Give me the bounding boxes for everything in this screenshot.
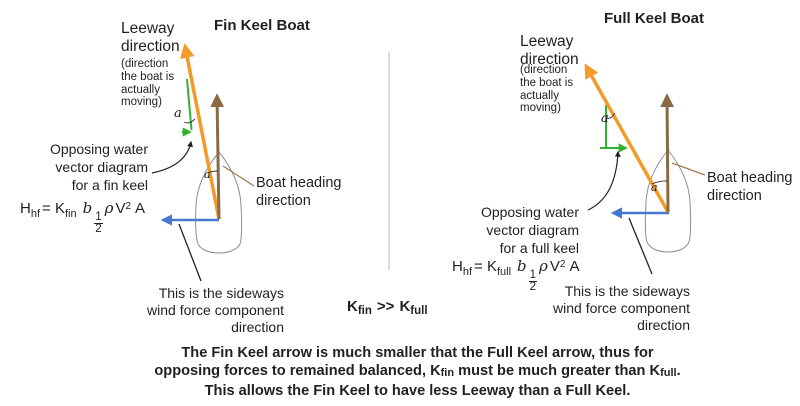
fin-leeway-arrow — [180, 43, 221, 220]
full-leeway-label: Leeway direction — [520, 33, 579, 68]
fin-water-angle-arc — [183, 118, 196, 124]
full-hull-angle-label: a — [651, 181, 658, 194]
formula-eq: = K — [474, 258, 497, 275]
fin-keel-title: Fin Keel Boat — [214, 17, 310, 34]
formula-rho: ρ — [104, 199, 114, 217]
fraction-numerator: 1 — [528, 269, 538, 282]
fin-hull-angle-label: a — [204, 168, 211, 181]
full-keel-title: Full Keel Boat — [604, 10, 705, 27]
formula-v: V — [549, 258, 560, 275]
formula-h: H — [20, 200, 31, 217]
full-boat-heading-label: Boat heading direction — [707, 170, 793, 204]
fin-sideways-label: This is the sideways wind force componen… — [147, 285, 284, 336]
formula-v-sup: 2 — [125, 201, 132, 212]
formula-v-sup: 2 — [559, 259, 566, 270]
full-heading-arrow — [660, 93, 674, 213]
caption-line-3: This allows the Fin Keel to have less Le… — [204, 382, 631, 399]
formula-area: A — [569, 258, 580, 275]
formula-k-sub: full — [496, 266, 512, 278]
caption-line2-b: must be much greater than K — [454, 362, 661, 379]
fin-opposing-label: Opposing water vector diagram for a fin … — [49, 141, 148, 193]
caption-line2-a: opposing forces to remained balanced, K — [154, 362, 441, 379]
fraction-denominator: 2 — [529, 281, 537, 293]
fin-heading-arrow — [210, 93, 225, 220]
fin-leeway-label: Leeway direction — [121, 20, 180, 55]
full-water-angle-label: a — [601, 111, 609, 126]
formula-b: b — [82, 199, 93, 217]
k-full-sub: full — [410, 305, 428, 317]
caption-kfin-sub: fin — [440, 366, 455, 379]
fin-opposing-pointer-curve — [151, 140, 193, 174]
fin-keel-hull-outline — [195, 151, 243, 254]
full-sideways-label: This is the sideways wind force componen… — [553, 283, 690, 334]
full-opposing-label: Opposing water vector diagram for a full… — [480, 204, 579, 256]
formula-h-sub: hf — [30, 208, 41, 220]
formula-k-sub: fin — [64, 208, 77, 220]
formula-v: V — [115, 200, 126, 217]
k-full: K — [399, 298, 411, 315]
fin-leeway-note: (direction the boat is actually moving) — [121, 58, 175, 109]
fin-boat-heading-label: Boat heading direction — [256, 175, 342, 209]
caption-line-2: opposing forces to remained balanced, Kf… — [40, 363, 795, 383]
formula-h: H — [452, 258, 463, 275]
full-leeway-arrow — [584, 63, 670, 213]
formula-area: A — [135, 200, 146, 217]
full-hull-angle-arc — [651, 180, 668, 185]
full-water-angle-arc — [605, 112, 616, 119]
full-keel-hull-outline — [644, 149, 692, 253]
full-heading-pointer-line — [671, 162, 706, 176]
fin-hull-angle-arc — [209, 170, 219, 173]
fraction-numerator: 1 — [94, 211, 103, 224]
formula-eq: = K — [42, 200, 65, 217]
fraction-denominator: 2 — [95, 223, 102, 235]
fin-sideways-pointer-line — [178, 223, 202, 282]
k-fin-sub: fin — [357, 305, 372, 317]
much-greater-symbol: >> — [376, 298, 395, 315]
formula-b: b — [517, 257, 527, 275]
full-leeway-note: (direction the boat is actually moving) — [520, 64, 574, 115]
caption-kfull-sub: full — [660, 366, 677, 379]
k-fin: K — [347, 298, 358, 315]
caption-line2-period: . — [676, 362, 681, 379]
full-opposing-pointer-curve — [587, 150, 621, 211]
fin-water-vector-line — [186, 78, 193, 131]
full-sideways-pointer-line — [628, 217, 653, 275]
caption-line-1: The Fin Keel arrow is much smaller that … — [181, 345, 654, 361]
bottom-caption: The Fin Keel arrow is much smaller that … — [40, 345, 795, 400]
formula-rho: ρ — [539, 257, 548, 275]
formula-h-sub: hf — [462, 266, 473, 278]
fin-water-angle-label: a — [174, 106, 182, 121]
fin-heading-pointer-line — [222, 165, 255, 187]
